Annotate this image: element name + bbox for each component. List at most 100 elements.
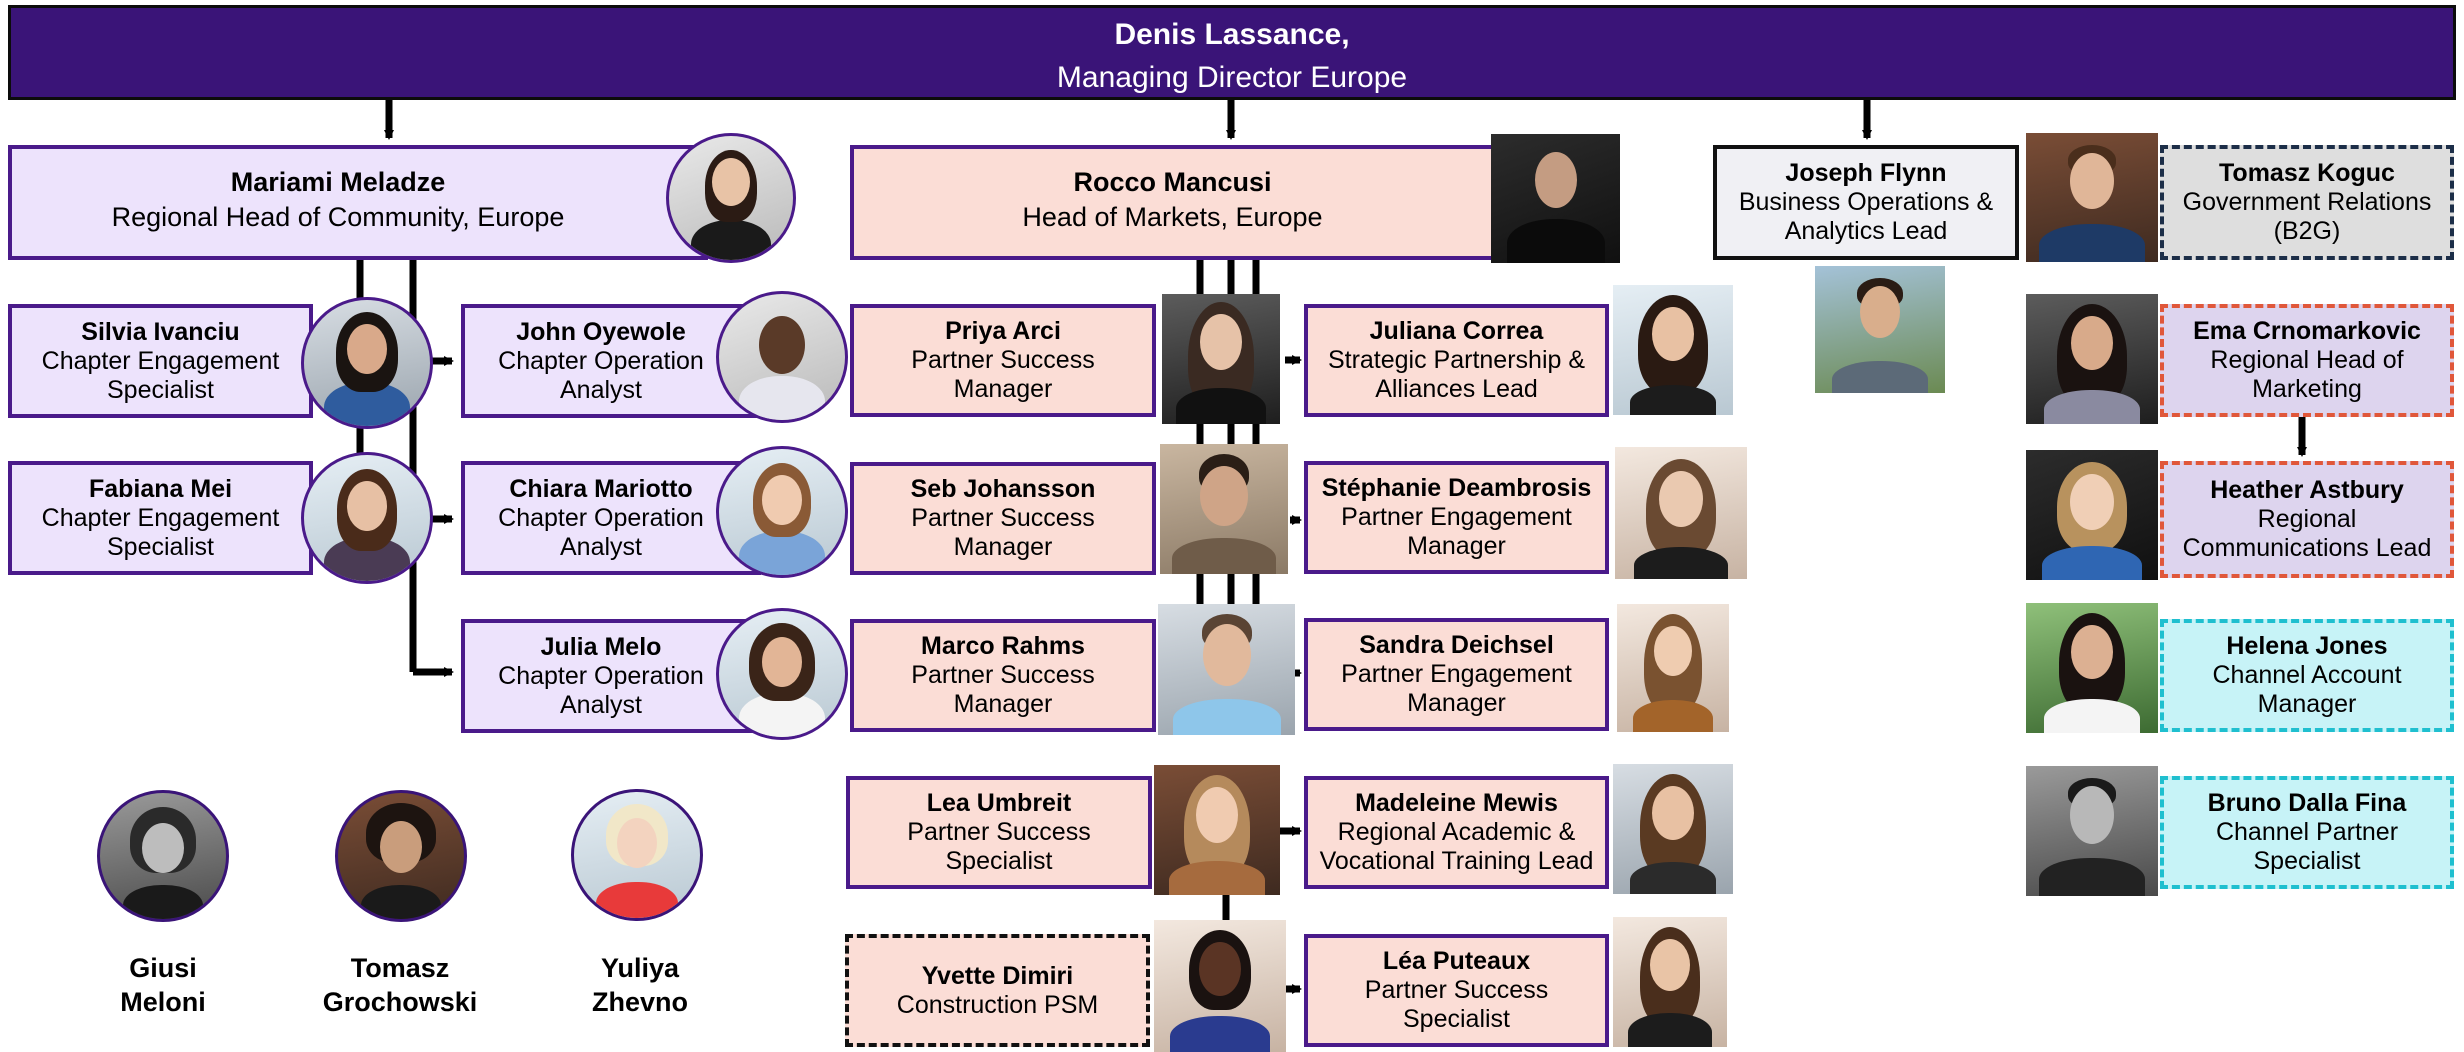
markets-right-card-3: Sandra Deichsel Partner Engagement Manag… [1304, 618, 1609, 731]
unattached-name-3: Yuliya Zhevno [550, 951, 730, 1019]
markets-head-card: Rocco Mancusi Head of Markets, Europe [850, 145, 1495, 260]
ops-lead-role2: Analytics Lead [1784, 217, 1948, 245]
unattached-name-2: Tomasz Grochowski [300, 951, 500, 1019]
markets-right-name-4: Madeleine Mewis [1355, 789, 1558, 817]
markets-head-role: Head of Markets, Europe [1022, 202, 1323, 232]
markets-right-photo-5 [1613, 917, 1727, 1047]
markets-right-name-1: Juliana Correa [1369, 317, 1544, 345]
markets-right-role2-4: Vocational Training Lead [1319, 847, 1594, 875]
markets-left-role2-4: Specialist [945, 847, 1053, 875]
markets-left-role1-2: Partner Success [911, 504, 1095, 532]
markets-right-photo-4 [1613, 764, 1733, 894]
far-right-photo-1 [2026, 133, 2158, 262]
far-right-name-5: Bruno Dalla Fina [2207, 789, 2407, 817]
community-right-card-2: Chiara Mariotto Chapter Operation Analys… [461, 461, 761, 575]
community-right-role1-3: Chapter Operation [498, 661, 704, 690]
markets-left-card-5: Yvette Dimiri Construction PSM [845, 934, 1150, 1047]
markets-left-card-1: Priya Arci Partner Success Manager [850, 304, 1156, 417]
community-head-photo [666, 133, 796, 263]
markets-right-name-3: Sandra Deichsel [1359, 631, 1554, 659]
community-head-name: Mariami Meladze [230, 167, 446, 197]
markets-right-role1-5: Partner Success [1364, 976, 1549, 1004]
ops-lead-photo [1815, 266, 1945, 393]
community-right-photo-2 [716, 446, 848, 578]
community-right-card-3: Julia Melo Chapter Operation Analyst [461, 619, 761, 733]
markets-right-photo-1 [1613, 285, 1733, 415]
markets-right-card-2: Stéphanie Deambrosis Partner Engagement … [1304, 461, 1609, 574]
markets-left-photo-5 [1154, 920, 1286, 1052]
markets-left-photo-2 [1160, 444, 1288, 574]
markets-left-role2-2: Manager [953, 533, 1053, 561]
far-right-role1-5: Channel Partner [2215, 818, 2399, 846]
community-left-card-1: Silvia Ivanciu Chapter Engagement Specia… [8, 304, 313, 418]
markets-left-name-3: Marco Rahms [921, 632, 1085, 660]
markets-right-name-2: Stéphanie Deambrosis [1321, 474, 1592, 502]
far-right-role2-5: Specialist [2253, 847, 2361, 875]
community-right-role1-1: Chapter Operation [498, 346, 704, 375]
markets-left-card-3: Marco Rahms Partner Success Manager [850, 619, 1156, 732]
managing-director-banner: Denis Lassance, Managing Director Europe [8, 5, 2456, 100]
unattached-name-1-last: Meloni [120, 987, 206, 1017]
community-left-role1-2: Chapter Engagement [41, 503, 280, 532]
markets-left-role2-1: Manager [953, 375, 1053, 403]
far-right-role1-2: Regional Head of [2210, 346, 2404, 374]
markets-right-role2-1: Alliances Lead [1375, 375, 1538, 403]
far-right-name-2: Ema Crnomarkovic [2193, 317, 2421, 345]
community-left-card-2: Fabiana Mei Chapter Engagement Specialis… [8, 461, 313, 575]
markets-right-photo-2 [1615, 447, 1747, 579]
unattached-name-2-first: Tomasz [350, 953, 450, 983]
far-right-name-3: Heather Astbury [2210, 476, 2404, 504]
far-right-role1-1: Government Relations [2182, 188, 2432, 216]
unattached-name-3-last: Zhevno [591, 987, 688, 1017]
markets-left-role1-5: Construction PSM [896, 990, 1099, 1019]
markets-left-role1-4: Partner Success [907, 818, 1091, 846]
markets-head-photo [1491, 134, 1620, 263]
unattached-name-3-first: Yuliya [600, 953, 680, 983]
markets-left-photo-3 [1158, 604, 1295, 735]
markets-left-card-4: Lea Umbreit Partner Success Specialist [846, 776, 1152, 889]
markets-right-card-1: Juliana Correa Strategic Partnership & A… [1304, 304, 1609, 417]
managing-director-role: Managing Director Europe [1056, 61, 1408, 94]
far-right-role1-3: Regional [2257, 505, 2357, 533]
community-right-role2-3: Analyst [560, 690, 642, 719]
far-right-card-2: Ema Crnomarkovic Regional Head of Market… [2160, 304, 2454, 417]
far-right-role2-2: Marketing [2252, 375, 2362, 403]
community-head-role: Regional Head of Community, Europe [111, 202, 565, 232]
community-left-role2-1: Specialist [107, 375, 214, 404]
community-right-card-1: John Oyewole Chapter Operation Analyst [461, 304, 761, 418]
ops-lead-role1: Business Operations & [1738, 188, 1994, 216]
community-right-role1-2: Chapter Operation [498, 503, 704, 532]
markets-right-role2-2: Manager [1407, 532, 1506, 560]
markets-left-role2-3: Manager [953, 690, 1053, 718]
community-right-photo-3 [716, 608, 848, 740]
markets-right-role1-1: Strategic Partnership & [1327, 346, 1586, 374]
unattached-photo-2 [335, 790, 467, 922]
far-right-card-5: Bruno Dalla Fina Channel Partner Special… [2160, 776, 2454, 889]
markets-right-card-4: Madeleine Mewis Regional Academic & Voca… [1304, 776, 1609, 889]
far-right-photo-3 [2026, 450, 2158, 580]
far-right-photo-2 [2026, 294, 2158, 424]
community-right-role2-2: Analyst [560, 532, 642, 561]
far-right-card-1: Tomasz Koguc Government Relations (B2G) [2160, 145, 2454, 260]
markets-left-name-1: Priya Arci [945, 317, 1061, 345]
far-right-role2-3: Communications Lead [2182, 534, 2432, 562]
markets-left-photo-1 [1162, 294, 1280, 424]
far-right-role2-1: (B2G) [2273, 217, 2341, 245]
markets-left-name-5: Yvette Dimiri [921, 961, 1074, 990]
markets-right-role2-5: Specialist [1403, 1005, 1510, 1033]
community-right-role2-1: Analyst [560, 375, 642, 404]
far-right-card-4: Helena Jones Channel Account Manager [2160, 619, 2454, 732]
community-left-name-2: Fabiana Mei [88, 474, 233, 503]
far-right-role1-4: Channel Account [2212, 661, 2402, 689]
far-right-card-3: Heather Astbury Regional Communications … [2160, 461, 2454, 578]
unattached-name-1: Giusi Meloni [73, 951, 253, 1019]
community-left-photo-2 [301, 452, 433, 584]
community-right-photo-1 [716, 291, 848, 423]
unattached-name-1-first: Giusi [129, 953, 197, 983]
markets-right-role2-3: Manager [1407, 689, 1506, 717]
markets-right-role1-3: Partner Engagement [1341, 660, 1572, 688]
markets-right-role1-4: Regional Academic & [1337, 818, 1576, 846]
unattached-photo-3 [571, 789, 703, 921]
markets-left-card-2: Seb Johansson Partner Success Manager [850, 462, 1156, 575]
unattached-name-2-last: Grochowski [322, 987, 478, 1017]
